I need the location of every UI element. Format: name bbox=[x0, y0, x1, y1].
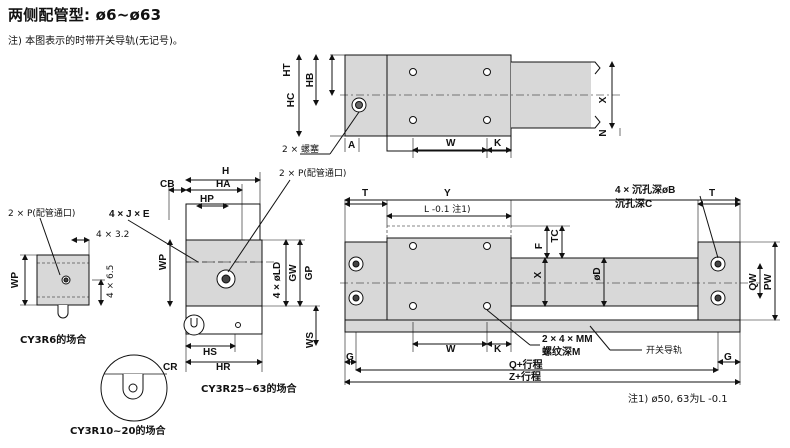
h-label: H bbox=[222, 166, 229, 177]
mm-label: 2 × 4 × MM bbox=[542, 334, 593, 345]
cy3r6-caption: CY3R6的场合 bbox=[20, 333, 87, 346]
cy3r6-dim1-label: 4 × 3.2 bbox=[96, 230, 129, 240]
ht-label: HT bbox=[282, 63, 293, 76]
z-label: Z+行程 bbox=[509, 370, 541, 383]
front-view bbox=[340, 195, 780, 385]
gp-label: GP bbox=[304, 265, 315, 280]
hole-depth-label: 沉孔深C bbox=[615, 197, 652, 210]
cb-label: CB bbox=[160, 179, 174, 190]
tc-label: TC bbox=[550, 229, 561, 242]
t-label-left: T bbox=[362, 188, 368, 199]
f-label: F bbox=[534, 243, 545, 249]
q-label: Q+行程 bbox=[509, 358, 543, 371]
ha-label: HA bbox=[216, 179, 230, 190]
rail-label: 开关导轨 bbox=[646, 344, 682, 356]
x-label-top: X bbox=[598, 96, 609, 103]
w-label-front: W bbox=[446, 344, 456, 355]
g-label-right: G bbox=[724, 352, 732, 363]
page-title: 两侧配管型: ø6~ø63 bbox=[8, 6, 162, 24]
cy3r6-detail bbox=[20, 217, 105, 319]
cy3r10-caption: CY3R10~20的场合 bbox=[70, 424, 166, 437]
hc-label: HC bbox=[286, 93, 297, 107]
plug-label: 2 × 螺塞 bbox=[282, 143, 319, 155]
qw-label: QW bbox=[748, 273, 759, 291]
hp-label: HP bbox=[200, 194, 214, 205]
cy3r25-side-view bbox=[127, 172, 320, 372]
ws-label: WS bbox=[305, 332, 316, 348]
g-label-left: G bbox=[346, 352, 354, 363]
top-view bbox=[296, 54, 621, 158]
mm-depth-label: 螺纹深M bbox=[542, 345, 580, 358]
gw-label: GW bbox=[288, 264, 299, 282]
cy3r10-detail bbox=[100, 354, 168, 422]
cy3r6-port-label: 2 × P(配管通口) bbox=[8, 207, 75, 219]
k-label-top: K bbox=[494, 138, 502, 149]
y-label: Y bbox=[444, 188, 451, 199]
cy3r6-dim2-label: 4 × 6.5 bbox=[106, 265, 116, 298]
a-label: A bbox=[348, 140, 355, 151]
cy3r6-wp-label: WP bbox=[10, 272, 21, 288]
ld-label: 4 × øLD bbox=[272, 262, 283, 298]
l-label: L -0.1 注1) bbox=[424, 203, 471, 215]
w-label-top: W bbox=[446, 138, 456, 149]
hb-label: HB bbox=[305, 73, 316, 87]
t-label-right: T bbox=[709, 188, 715, 199]
cr-label: CR bbox=[163, 362, 178, 373]
cy3r25-caption: CY3R25~63的场合 bbox=[201, 382, 297, 395]
hr-label: HR bbox=[216, 362, 231, 373]
d-label: øD bbox=[592, 267, 603, 280]
pw-label: PW bbox=[763, 273, 774, 290]
footnote: 注1) ø50, 63为L -0.1 bbox=[628, 394, 728, 405]
je-label: 4 × J × E bbox=[109, 209, 150, 220]
n-label: N bbox=[598, 129, 609, 136]
wp-label: WP bbox=[158, 254, 169, 270]
hs-label: HS bbox=[203, 347, 217, 358]
k-label-front: K bbox=[494, 344, 502, 355]
drawing-note: 注) 本图表示的时带开关导轨(无记号)。 bbox=[8, 36, 183, 47]
x-label-front: X bbox=[533, 271, 544, 278]
cy3r25-port-label: 2 × P(配管通口) bbox=[279, 167, 346, 179]
hole-label: 4 × 沉孔深øB bbox=[615, 183, 675, 196]
